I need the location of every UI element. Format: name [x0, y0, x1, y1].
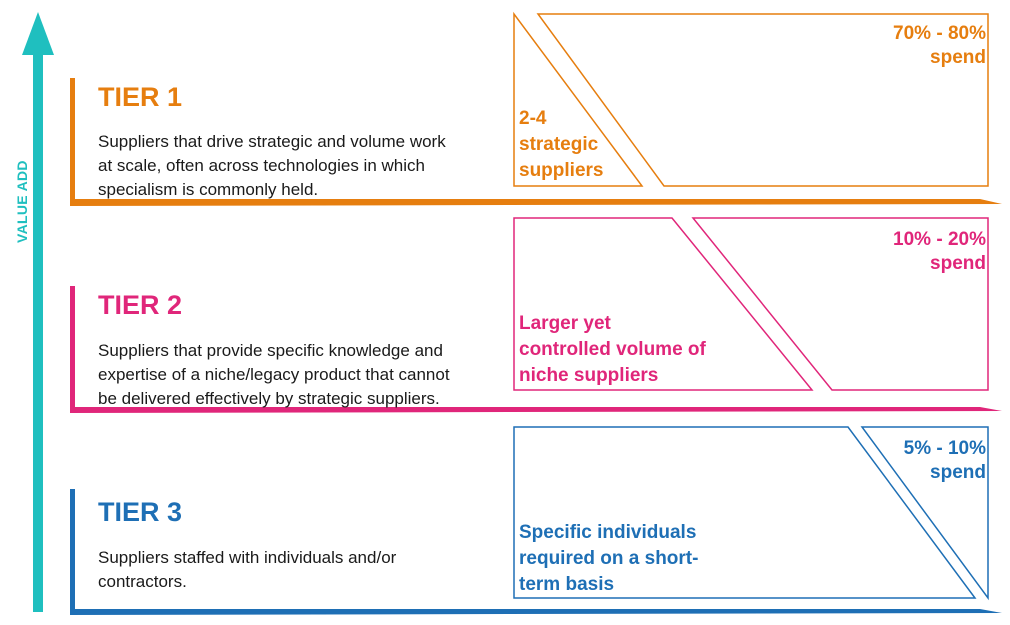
tier-1-description-line: specialism is commonly held.	[98, 180, 319, 199]
tier-2-spend-shape	[691, 217, 989, 391]
tier-1-spend: 70% - 80% spend	[893, 22, 986, 70]
tier-2-description-line: expertise of a niche/legacy product that…	[98, 365, 450, 384]
tier-3-supplier-line: required on a short-	[519, 548, 699, 569]
tier-2-supplier-count: Larger yet controlled volume of niche su…	[519, 311, 706, 389]
tier-3-description-line: contractors.	[98, 572, 187, 591]
tier-2-description-line: Suppliers that provide specific knowledg…	[98, 341, 443, 360]
tier-3-supplier-line: term basis	[519, 574, 615, 595]
tier-3-bracket	[70, 489, 1002, 615]
tier-1-description: Suppliers that drive strategic and volum…	[98, 130, 498, 202]
tier-3-description-line: Suppliers staffed with individuals and/o…	[98, 548, 397, 567]
tier-2-supplier-line: controlled volume of	[519, 339, 706, 360]
tier-3-title: TIER 3	[98, 497, 183, 527]
tier-2-spend-label: spend	[930, 253, 986, 274]
value-add-axis-arrowhead	[22, 12, 54, 55]
tier-3-spend: 5% - 10% spend	[904, 437, 986, 485]
tier-1-supplier-line: suppliers	[519, 160, 604, 181]
tier-1-title: TIER 1	[98, 82, 183, 112]
value-add-axis-shaft	[33, 52, 43, 612]
tier-1-spend-label: spend	[930, 47, 986, 68]
tier-2-description: Suppliers that provide specific knowledg…	[98, 339, 498, 411]
tier-2-spend: 10% - 20% spend	[893, 228, 986, 276]
tier-2-bracket	[70, 286, 1002, 413]
tier-1-supplier-line: strategic	[519, 134, 599, 155]
tier-3-spend-shape	[860, 426, 989, 601]
tier-2-title: TIER 2	[98, 290, 183, 320]
tier-3-spend-label: spend	[930, 462, 986, 483]
tier-2-supplier-line: niche suppliers	[519, 365, 659, 386]
tier-1-bracket	[70, 78, 1002, 206]
tier-1-supplier-shape	[513, 11, 644, 187]
value-add-axis-label: VALUE ADD	[14, 160, 30, 243]
tier-1-supplier-line: 2-4	[519, 108, 547, 129]
tier-1-spend-range: 70% - 80%	[893, 23, 986, 44]
tier-2-spend-range: 10% - 20%	[893, 229, 986, 250]
tier-3-spend-range: 5% - 10%	[903, 438, 986, 459]
tier-1-description-line: Suppliers that drive strategic and volum…	[98, 132, 446, 151]
tier-2-supplier-shape	[513, 217, 814, 391]
tier-1-supplier-count: 2-4 strategic suppliers	[519, 106, 603, 184]
tier-2-supplier-line: Larger yet	[519, 313, 611, 334]
tier-3-description: Suppliers staffed with individuals and/o…	[98, 546, 498, 594]
tier-3-supplier-line: Specific individuals	[519, 522, 697, 543]
tier-3-supplier-shape	[513, 426, 977, 599]
tier-1-description-line: at scale, often across technologies in w…	[98, 156, 425, 175]
tier-3-supplier-count: Specific individuals required on a short…	[519, 520, 698, 598]
tier-1-spend-shape	[536, 13, 989, 187]
tier-2-description-line: be delivered effectively by strategic su…	[98, 389, 440, 408]
